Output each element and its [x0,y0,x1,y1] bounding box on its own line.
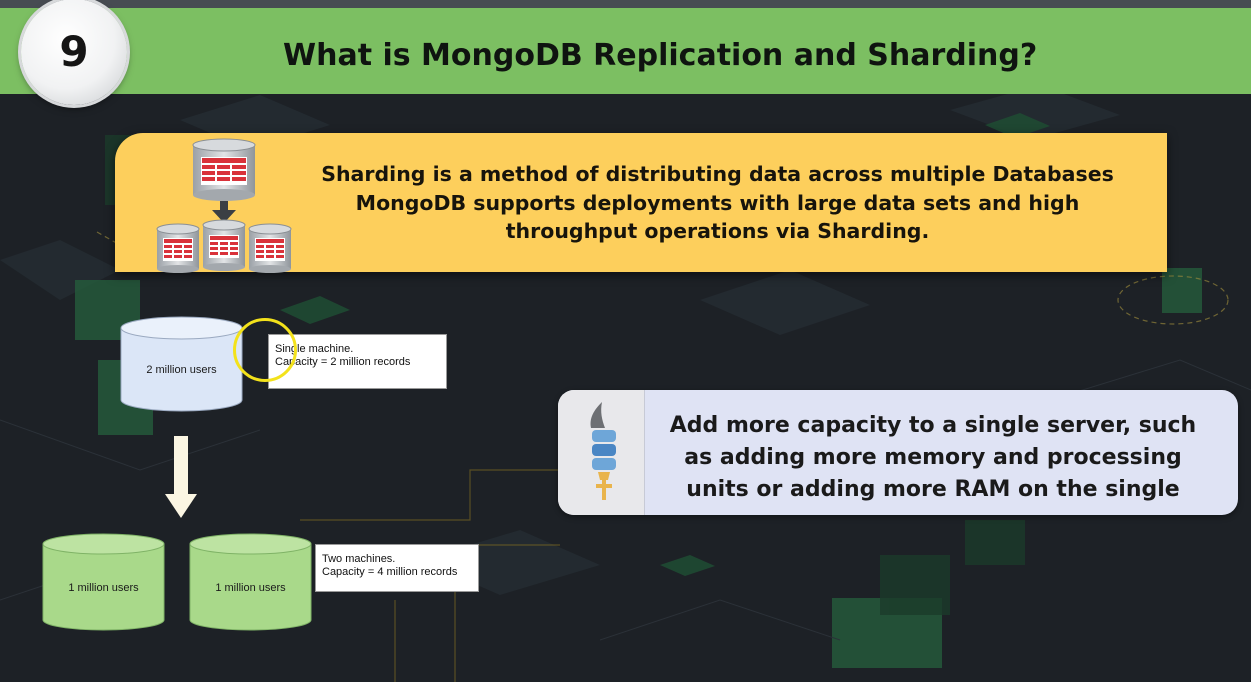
single-database-label: 2 million users [146,364,217,376]
single-database-cylinder: 2 million users [120,316,243,412]
icon-panel [558,390,645,515]
sharding-definition-card: Sharding is a method of distributing dat… [115,133,1167,273]
top-window-strip [0,0,1251,8]
database-cylinder-icon [42,533,165,631]
single-machine-line: Single machine. [275,343,354,355]
cursor-highlight-ring [233,318,297,382]
vertical-scaling-card: Add more capacity to a single server, su… [558,390,1238,515]
shard-database-cylinder-2: 1 million users [189,532,312,632]
slide-title: What is MongoDB Replication and Sharding… [283,38,1038,73]
server-stack-icon [590,402,616,500]
sharding-definition-text: Sharding is a method of distributing dat… [321,162,1114,243]
database-cylinder-icon [189,533,312,631]
slide-header: What is MongoDB Replication and Sharding… [0,8,1251,94]
two-capacity-line: Capacity = 4 million records [322,566,458,578]
single-machine-note: Single machine. Capacity = 2 million rec… [268,334,447,389]
two-machines-line: Two machines. [322,553,396,565]
slide-number-badge: 9 [21,0,127,105]
down-arrow-icon [165,436,197,518]
single-capacity-line: Capacity = 2 million records [275,356,411,368]
vertical-scaling-text: Add more capacity to a single server, su… [669,413,1197,515]
shard-database-cylinder-1: 1 million users [42,532,165,632]
shard-2-label: 1 million users [215,582,286,594]
database-cylinder-icon [120,316,243,412]
shard-1-label: 1 million users [68,582,139,594]
slide-number: 9 [59,27,89,76]
two-machines-note: Two machines. Capacity = 4 million recor… [315,544,479,592]
database-sharding-icon [156,138,292,273]
